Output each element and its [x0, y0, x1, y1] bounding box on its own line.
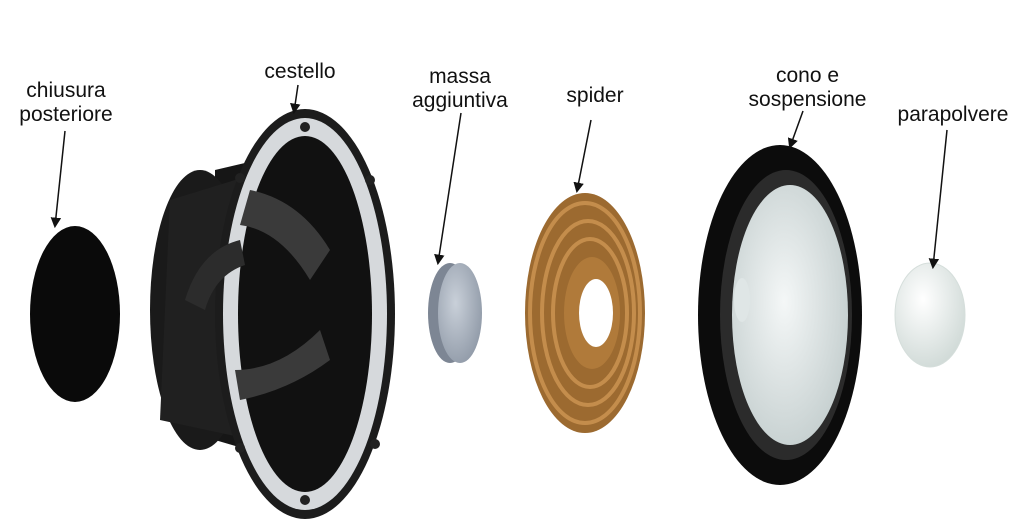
pointer-spider: [573, 119, 592, 194]
dust-cap: [894, 262, 966, 368]
label-cestello-text: cestello: [264, 60, 336, 83]
pointer-chiusura: [50, 130, 66, 229]
pointer-cono: [787, 110, 804, 149]
label-parapolvere: parapolvere: [888, 103, 1018, 127]
label-spider-text: spider: [566, 84, 624, 107]
label-cono-sospensione: cono e sospensione: [740, 64, 875, 112]
pointer-cestello: [290, 84, 301, 115]
frame-basket: [150, 109, 395, 519]
label-massa-line1: massa: [429, 65, 491, 88]
added-mass: [428, 263, 482, 363]
label-massa-line2: aggiuntiva: [412, 89, 508, 112]
label-parapolvere-text: parapolvere: [897, 103, 1009, 126]
label-chiusura-posteriore: chiusura posteriore: [6, 79, 126, 127]
label-spider: spider: [550, 84, 640, 108]
label-cono-line2: sospensione: [748, 88, 867, 111]
label-chiusura-line2: posteriore: [19, 103, 113, 126]
label-cono-line1: cono e: [775, 64, 840, 87]
pointer-massa: [434, 112, 462, 266]
cone-and-surround: [698, 145, 862, 485]
label-cestello: cestello: [250, 60, 350, 84]
pointer-parapolvere: [928, 129, 948, 270]
label-chiusura-line1: chiusura: [26, 79, 106, 102]
label-massa-aggiuntiva: massa aggiuntiva: [400, 65, 520, 113]
spider: [525, 193, 645, 433]
back-cover: [30, 226, 120, 402]
